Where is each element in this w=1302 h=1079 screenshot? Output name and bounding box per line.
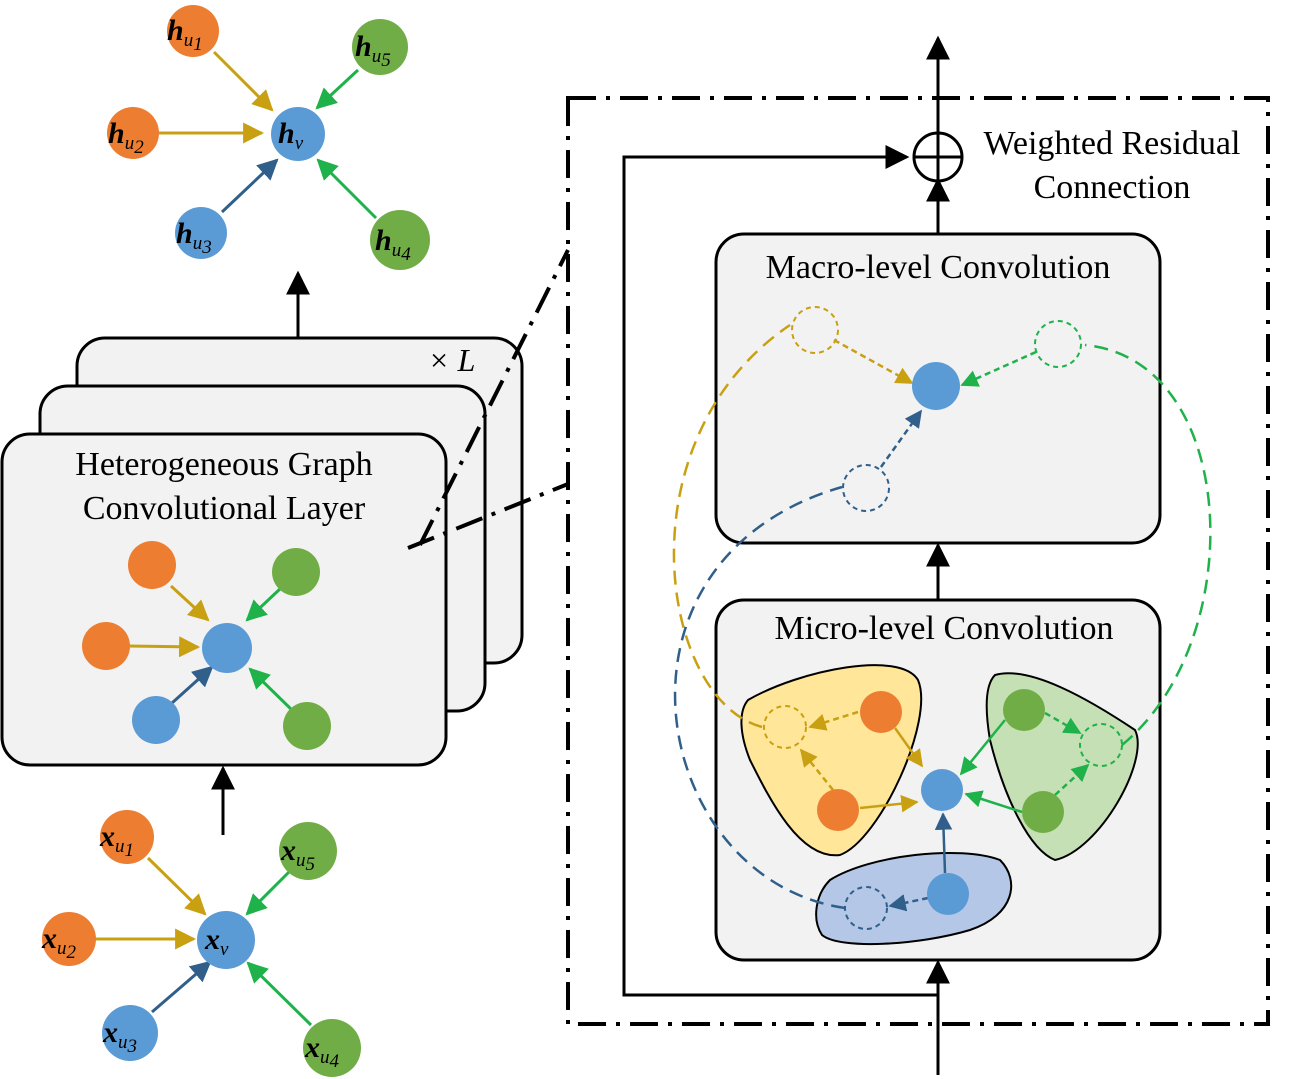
bottom-label-u5: xu5 [280,834,315,875]
residual-path [622,145,938,997]
macro-node-green-virtual [1034,320,1082,368]
detail-panel-border [566,96,1270,1026]
top-node-u5 [352,19,408,75]
top-label-v: hv [278,117,304,154]
macro-node-blue-virtual [842,464,890,512]
top-node-u2 [107,107,159,159]
macro-node-orange-virtual [791,306,839,354]
link-orange [672,323,791,729]
top-node-v [271,107,325,161]
layer-node-green-2 [272,548,320,596]
zoom-connectors [407,249,570,550]
residual-label-line1: Weighted Residual [984,125,1241,162]
layer-title-line2: Convolutional Layer [83,490,366,527]
micro-node-orange-2 [817,789,859,831]
micro-node-green-2 [1022,791,1064,833]
layer-title-line1: Heterogeneous Graph [75,446,372,483]
micro-title: Micro-level Convolution [774,610,1113,647]
layer-node-orange-1 [128,541,176,589]
top-node-u3 [175,207,227,259]
residual-label-line2: Connection [1034,169,1191,206]
bottom-label-v: xv [204,923,229,960]
top-graph: hu1 hu2 hu3 hu4 hu5 hv [107,5,430,270]
layer-node-orange-2 [82,622,130,670]
top-label-u1: hu1 [167,14,203,55]
top-node-u1 [167,5,219,57]
layer-node-center [202,623,252,673]
top-label-u4: hu4 [375,224,411,265]
top-node-u4 [370,210,430,270]
micro-region-blue [815,852,1013,946]
weighted-sum-node [912,131,964,183]
micro-node-orange-1 [860,691,902,733]
bottom-node-u5 [279,822,337,880]
bottom-graph: xu1 xu2 xu3 xu4 xu5 xv [41,810,361,1077]
bottom-node-u3 [102,1005,158,1061]
micro-node-center [921,769,963,811]
micro-node-orange-virtual [763,705,807,749]
layer-node-blue [132,696,180,744]
bottom-label-u4: xu4 [304,1031,340,1072]
bottom-label-u2: xu2 [41,922,77,963]
bottom-label-u3: xu3 [102,1016,137,1057]
bottom-label-u1: xu1 [99,820,134,861]
layer-card-front [0,432,448,767]
top-label-u5: hu5 [355,30,391,71]
bottom-node-v [197,911,255,969]
macro-node-center [912,362,960,410]
micro-node-green-1 [1003,689,1045,731]
top-label-u2: hu2 [108,117,144,158]
top-label-u3: hu3 [176,217,212,258]
link-blue [673,485,846,910]
layer-repeat-label: × L [428,342,475,378]
link-green [1084,343,1212,746]
bottom-node-u1 [100,810,154,864]
bottom-node-u2 [42,912,96,966]
bottom-node-u4 [303,1019,361,1077]
layer-stack: × L Heterogeneous Graph Convolutional La… [0,336,524,767]
macro-title: Macro-level Convolution [766,249,1111,286]
layer-node-green-1 [283,702,331,750]
micro-node-blue-1 [927,873,969,915]
